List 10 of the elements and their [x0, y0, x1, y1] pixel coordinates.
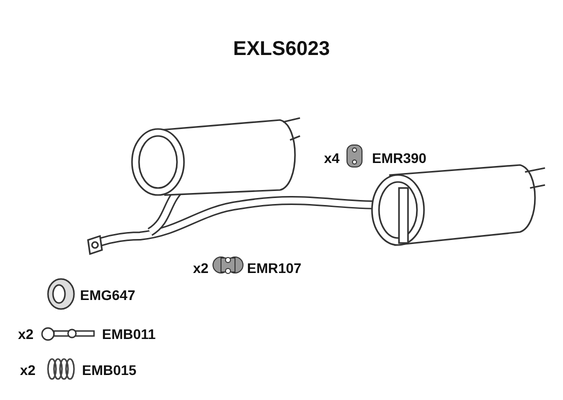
quantity-label: x2 — [193, 260, 209, 276]
part-number-title: EXLS6023 — [233, 38, 330, 60]
part-code-label: EMR390 — [372, 150, 426, 166]
part-code-label: EMR107 — [247, 260, 302, 276]
part-code-label: EMB015 — [82, 362, 136, 378]
part-code-label: EMG647 — [80, 287, 136, 303]
quantity-label: x4 — [324, 150, 340, 166]
part-code-label: EMB011 — [102, 326, 156, 342]
quantity-label: x2 — [18, 326, 34, 342]
quantity-label: x2 — [20, 362, 36, 378]
